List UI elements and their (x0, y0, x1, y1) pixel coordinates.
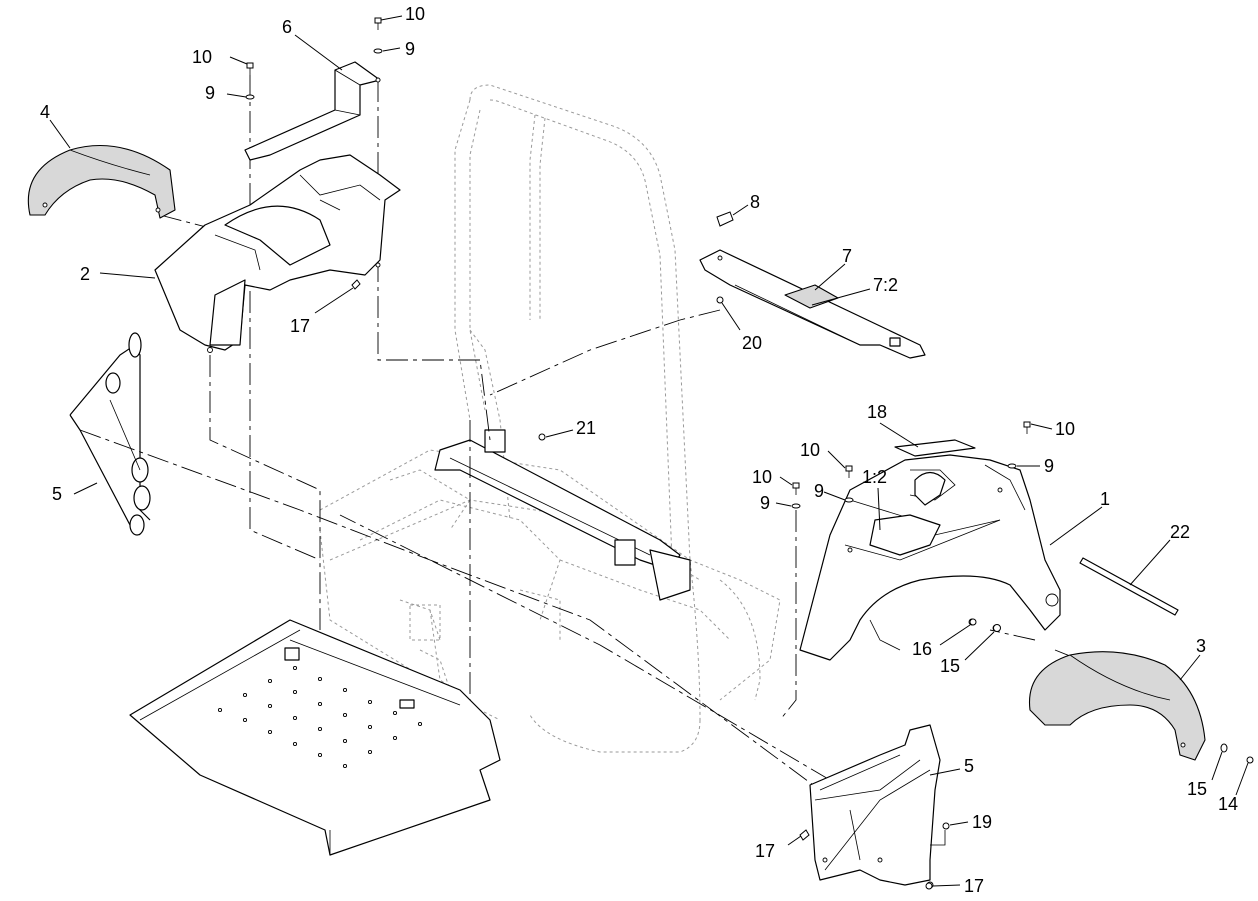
callout-10: 10 (800, 440, 820, 460)
washer-icon (373, 48, 383, 54)
callout-10: 10 (752, 467, 772, 487)
bolt-icon (246, 62, 254, 75)
callout-22: 22 (1170, 522, 1190, 542)
callout-10: 10 (1055, 419, 1075, 439)
callout-10: 10 (192, 47, 212, 67)
callout-5: 5 (964, 756, 974, 776)
callout-3: 3 (1196, 636, 1206, 656)
callout-21: 21 (576, 418, 596, 438)
clip-icon (716, 211, 734, 227)
callout-7-2: 7:2 (873, 275, 898, 295)
leader-lines (49, 15, 1249, 887)
callout-1: 1 (1100, 489, 1110, 509)
crossbar-tube (434, 429, 691, 601)
bolt-icon (374, 17, 382, 30)
callout-15: 15 (1187, 779, 1207, 799)
washer-icon (993, 624, 1001, 632)
bolt-icon (845, 465, 853, 478)
callout-19: 19 (972, 812, 992, 832)
callout-6: 6 (282, 17, 292, 37)
washer-icon (844, 497, 854, 503)
callout-9: 9 (1044, 456, 1054, 476)
part-18-pad (894, 439, 976, 457)
callout-2: 2 (80, 264, 90, 284)
callout-9: 9 (760, 493, 770, 513)
callout-17: 17 (755, 841, 775, 861)
nut-icon (942, 822, 950, 830)
part-5-right-panel (809, 724, 946, 889)
hardware (245, 17, 1254, 890)
floor-plate-holes (217, 665, 423, 769)
part-4-left-fender-cap (27, 144, 176, 219)
bolt-icon (792, 482, 800, 495)
screw-icon (799, 829, 810, 841)
footrest-plate (129, 619, 501, 856)
bolt-icon (1023, 421, 1031, 434)
screw-icon (925, 882, 933, 890)
callout-20: 20 (742, 333, 762, 353)
callout-14: 14 (1218, 794, 1238, 814)
callout-9: 9 (405, 39, 415, 59)
callout-16: 16 (912, 639, 932, 659)
washer-icon (791, 503, 801, 509)
nut-icon (538, 433, 546, 441)
callout-labels: 10 9 6 10 9 4 2 17 8 7 7:2 20 5 21 18 10… (40, 4, 1238, 896)
part-6-bracket (244, 61, 381, 161)
part-1-right-fender (799, 454, 1061, 661)
part-2-left-fender (154, 154, 401, 353)
callout-9: 9 (205, 83, 215, 103)
callout-9: 9 (814, 481, 824, 501)
callout-18: 18 (867, 402, 887, 422)
part-5-left-strap (69, 332, 151, 536)
part-7-plate (699, 249, 926, 359)
callout-10: 10 (405, 4, 425, 24)
rops-frame (454, 84, 761, 753)
callout-15: 15 (940, 656, 960, 676)
bolt-icon (1246, 756, 1254, 764)
nut-icon (969, 618, 977, 626)
callout-17: 17 (964, 876, 984, 896)
callout-7: 7 (842, 246, 852, 266)
part-22-rod (1079, 557, 1179, 616)
callout-5: 5 (52, 484, 62, 504)
part-3-right-fender-cap (1028, 651, 1206, 761)
callout-17: 17 (290, 316, 310, 336)
washer-icon (1220, 743, 1228, 753)
nut-icon (716, 296, 724, 304)
callout-8: 8 (750, 192, 760, 212)
callout-1-2: 1:2 (862, 467, 887, 487)
screw-icon (351, 279, 361, 290)
washer-icon (245, 94, 255, 100)
washer-icon (1007, 463, 1017, 469)
callout-4: 4 (40, 102, 50, 122)
